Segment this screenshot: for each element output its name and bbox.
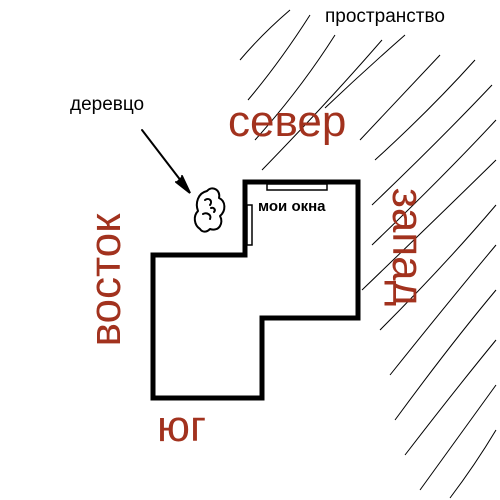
window-north bbox=[266, 183, 328, 191]
east-label: восток bbox=[81, 213, 130, 347]
hatch-stroke bbox=[371, 119, 497, 246]
hatch-stroke bbox=[394, 289, 497, 421]
hatch-stroke bbox=[379, 204, 497, 331]
west-label: запад bbox=[383, 187, 432, 307]
tree-label: деревцо bbox=[70, 94, 145, 115]
hatch-stroke bbox=[239, 9, 291, 61]
hatch-stroke bbox=[361, 159, 497, 291]
window-marks bbox=[246, 183, 328, 246]
hatch-stroke bbox=[324, 34, 406, 109]
windows-label: мои окна bbox=[258, 198, 326, 215]
open-space-hatching bbox=[239, 9, 497, 499]
hatch-stroke bbox=[261, 39, 383, 171]
space-label: пространство bbox=[325, 6, 445, 27]
hatch-stroke bbox=[247, 14, 311, 101]
hatch-stroke bbox=[254, 34, 336, 141]
north-label: север bbox=[228, 97, 347, 146]
hatch-stroke bbox=[449, 429, 497, 499]
hatch-stroke bbox=[419, 384, 497, 491]
hatch-stroke bbox=[389, 244, 497, 376]
building-outline bbox=[150, 179, 361, 401]
tree-pointer-arrow bbox=[141, 129, 191, 194]
hatch-stroke bbox=[359, 54, 441, 141]
south-label: юг bbox=[157, 402, 207, 451]
tree-icon bbox=[193, 187, 226, 233]
hatch-stroke bbox=[404, 339, 497, 456]
hatch-stroke bbox=[371, 84, 493, 206]
window-side bbox=[246, 204, 253, 246]
hatch-stroke bbox=[374, 59, 476, 161]
